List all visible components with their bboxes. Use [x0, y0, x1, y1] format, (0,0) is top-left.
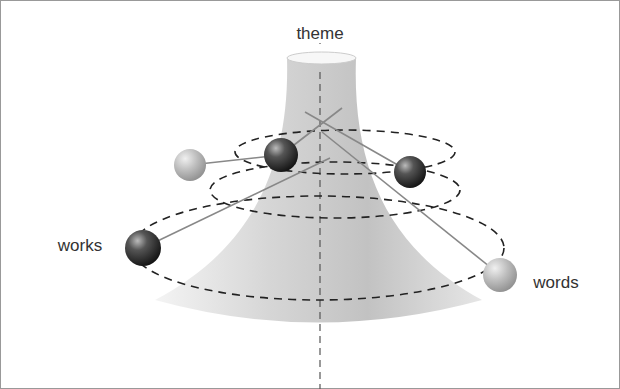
horn-top	[287, 52, 356, 64]
horn-body	[155, 58, 482, 323]
light-sphere	[483, 258, 517, 292]
group-label: words	[531, 274, 580, 293]
spoke	[322, 132, 500, 275]
spoke	[143, 158, 330, 248]
dark-sphere	[394, 156, 426, 188]
dark-sphere	[125, 230, 161, 266]
axis-label: theme	[294, 25, 345, 44]
dark-sphere	[264, 138, 298, 172]
group-label: works	[56, 237, 104, 256]
orbit	[132, 196, 504, 300]
light-sphere	[174, 149, 206, 181]
